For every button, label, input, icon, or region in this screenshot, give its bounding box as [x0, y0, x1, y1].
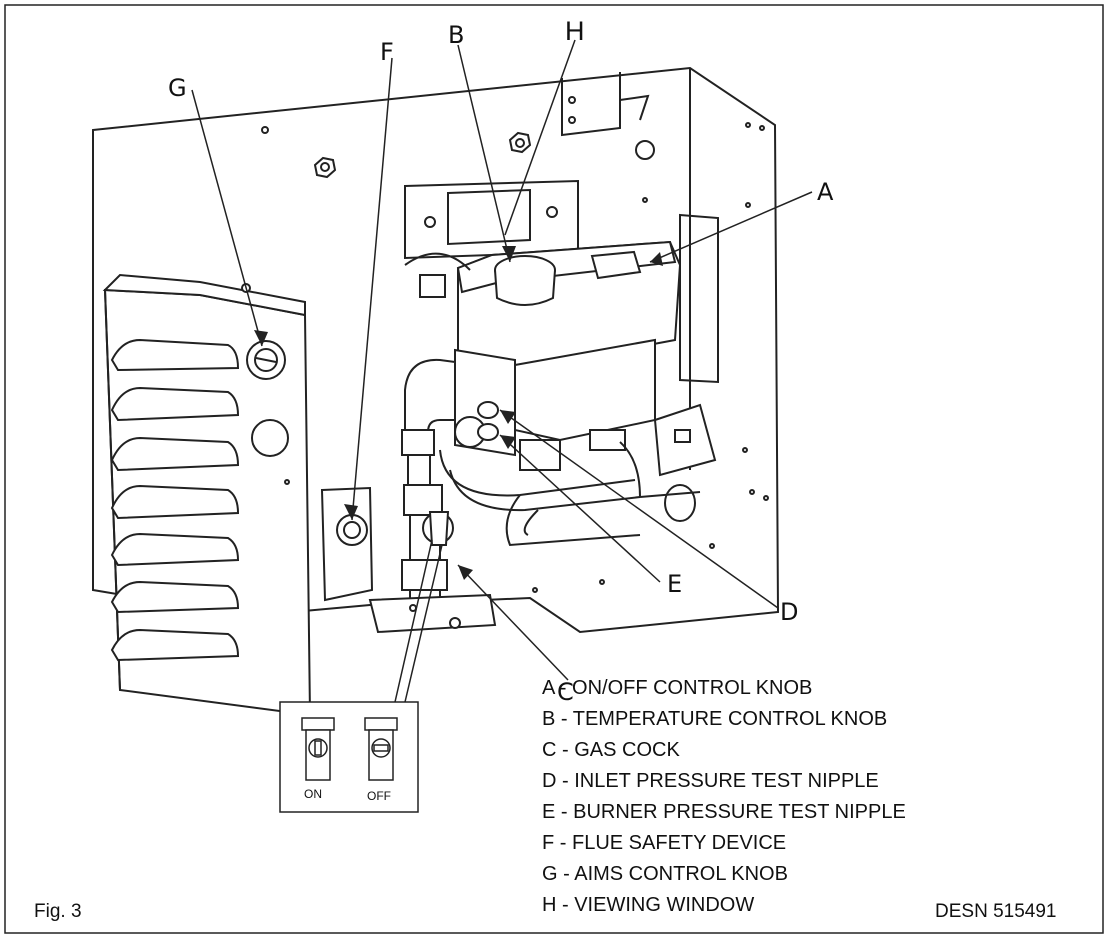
viewing-window [404, 179, 579, 260]
callout-h: H [565, 16, 585, 46]
legend-item-g: G - AIMS CONTROL KNOB [542, 863, 788, 885]
legend-item-c: C - GAS COCK [542, 739, 680, 761]
piping [404, 252, 701, 547]
leader-lines [191, 39, 813, 681]
legend-item-h: H - VIEWING WINDOW [542, 894, 755, 916]
legend-item-e: E - BURNER PRESSURE TEST NIPPLE [542, 801, 906, 823]
callout-c: C [557, 678, 574, 706]
aims-side-panel [102, 273, 312, 717]
legend-item-b: B - TEMPERATURE CONTROL KNOB [542, 708, 888, 730]
callout-b: B [448, 21, 464, 49]
callout-a: A [817, 178, 834, 206]
leader-arrowheads [254, 246, 663, 580]
gas-valve-body [454, 240, 717, 477]
legend-item-f: F - FLUE SAFETY DEVICE [542, 832, 787, 854]
callout-f: F [380, 38, 394, 66]
callout-g: G [168, 74, 187, 102]
callout-e: E [667, 570, 682, 598]
callout-d: D [780, 598, 798, 626]
gas-cock-inset [279, 539, 443, 813]
inset-on-label: ON [304, 787, 322, 801]
outer-border [4, 4, 1104, 934]
inset-off-label: OFF [367, 789, 391, 803]
drawing-number: DESN 515491 [935, 901, 1057, 922]
gas-supply-pipe [368, 358, 497, 634]
legend-item-a: A - ON/OFF CONTROL KNOB [542, 677, 813, 699]
legend-item-d: D - INLET PRESSURE TEST NIPPLE [542, 770, 879, 792]
figure-label: Fig. 3 [34, 901, 82, 922]
